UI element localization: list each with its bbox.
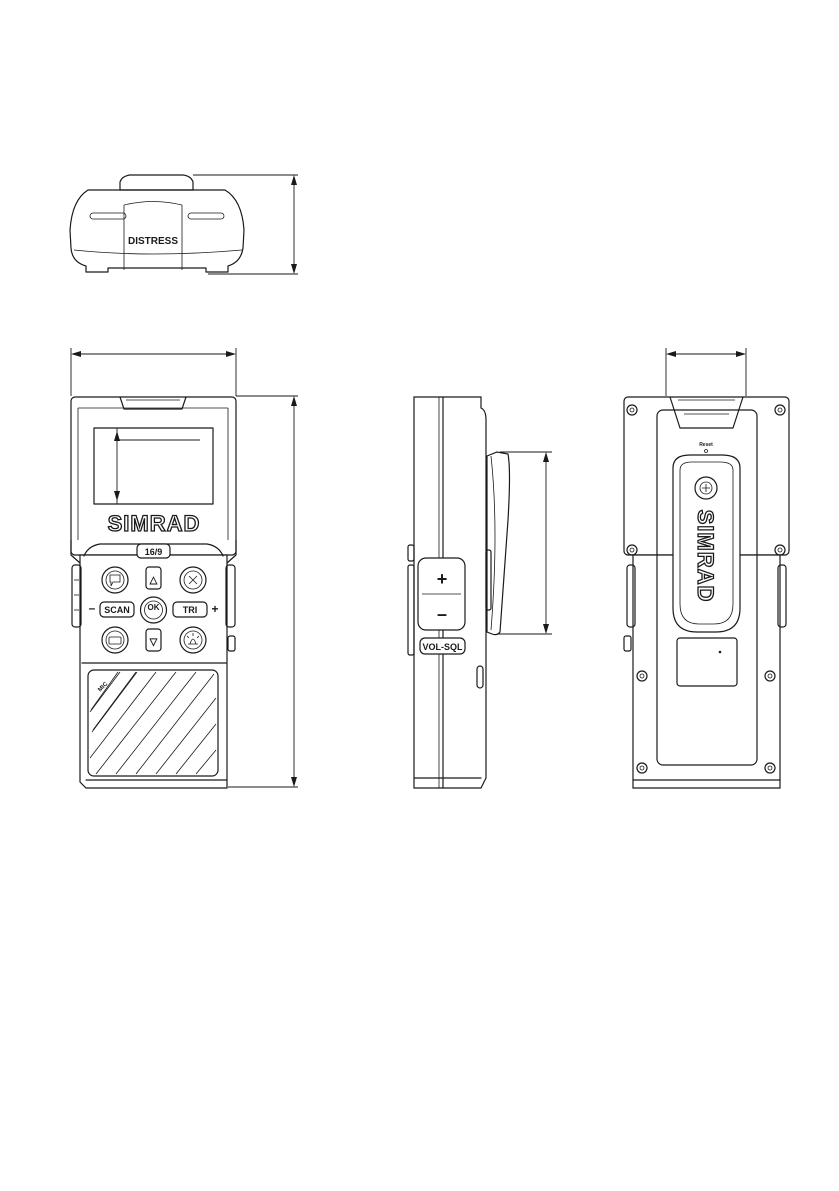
- belt-clip: [487, 452, 510, 635]
- distress-label: DISTRESS: [128, 236, 178, 247]
- plus-label: +: [211, 602, 218, 616]
- minus-label: –: [89, 601, 96, 615]
- back-simrad-logo: SIMRAD: [693, 510, 718, 603]
- back-view: Reset SIMRAD: [624, 348, 789, 788]
- top-view-knob: [120, 175, 193, 190]
- key-down-label: ▽: [149, 637, 158, 648]
- key-ok-label: OK: [148, 603, 160, 612]
- key-16-9-label: 16/9: [145, 547, 163, 557]
- vol-sql-label: VOL-SQL: [423, 642, 464, 652]
- vol-plus-label: +: [437, 569, 448, 589]
- vol-minus-label: –: [437, 604, 447, 624]
- key-up-label: △: [149, 575, 158, 586]
- top-view: DISTRESS: [70, 175, 298, 274]
- side-view: + – VOL-SQL: [408, 397, 552, 788]
- simrad-logo: SIMRAD: [108, 511, 201, 536]
- reset-label: Reset: [699, 442, 713, 448]
- front-view: SIMRAD 16/9 △ – SCAN OK TRI + ▽: [71, 348, 298, 788]
- top-view-body: [70, 190, 244, 272]
- front-body-lower: [80, 555, 227, 788]
- key-tri-label: TRI: [183, 605, 198, 615]
- key-scan-label: SCAN: [104, 605, 130, 615]
